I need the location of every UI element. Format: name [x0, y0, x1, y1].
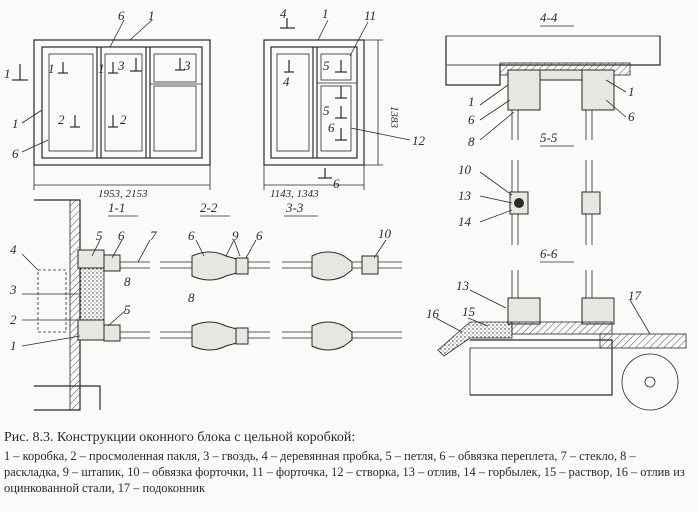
caption-legend: 1 – коробка, 2 – просмоленная пакля, 3 –…	[4, 449, 685, 495]
callout-2-section-b: 2	[120, 112, 127, 127]
callout-6-44b: 6	[628, 109, 635, 124]
callout-15: 15	[462, 304, 476, 319]
callout-3-11: 3	[9, 282, 17, 297]
callout-14: 14	[458, 214, 472, 229]
section-label-4-4: 4-4	[540, 10, 558, 25]
callouts-6-6: 6-6 13 16 15 17	[426, 246, 642, 321]
window-elevation-right	[263, 18, 411, 190]
section-5-5	[479, 145, 601, 245]
callout-1-44b: 1	[628, 84, 635, 99]
callout-6-22: 6	[188, 228, 195, 243]
callout-8-22: 8	[188, 290, 195, 305]
callout-1-section: 1	[4, 66, 11, 81]
callout-1-left: 1	[12, 116, 19, 131]
section-1-1	[21, 199, 151, 411]
callout-6-bottom: 6	[333, 176, 340, 191]
callout-4: 4	[280, 6, 287, 21]
callout-1-section-c: 1	[98, 61, 105, 76]
callout-5-11b: 5	[124, 302, 131, 317]
callout-3-section: 3	[117, 58, 125, 73]
callouts-4-4: 4-4 1 6 8 1 6	[468, 10, 635, 149]
section-4-4	[445, 25, 661, 141]
callout-2-11: 2	[10, 312, 17, 327]
callout-8-11: 8	[124, 274, 131, 289]
callout-3-section-b: 3	[183, 58, 191, 73]
section-6-6	[435, 261, 687, 411]
callouts-5-5: 5-5 10 13 14	[458, 130, 558, 229]
callout-13-66: 13	[456, 278, 470, 293]
callout-6-44: 6	[468, 112, 475, 127]
callout-1: 1	[148, 8, 155, 23]
section-2-2	[160, 215, 270, 351]
callouts-right-elevation: 4 1 11 4 5 5 6 12 6 1143, 1343 1383	[270, 6, 426, 200]
section-label-5-5: 5-5	[540, 130, 558, 145]
callout-11: 11	[364, 8, 376, 23]
dimension-right-width: 1143, 1343	[270, 188, 319, 200]
callout-1-right: 1	[322, 6, 329, 21]
callout-10: 10	[458, 162, 472, 177]
figure-caption: Рис. 8.3. Конструкции оконного блока с ц…	[4, 430, 694, 496]
callouts-2-2: 2-2 6 9 6 8	[188, 200, 263, 305]
callout-5-section-b: 5	[323, 103, 330, 118]
window-elevation-left	[12, 19, 211, 190]
caption-title: Рис. 8.3. Конструкции оконного блока с ц…	[4, 430, 356, 445]
callout-10-33: 10	[378, 226, 392, 241]
callout-5-11: 5	[96, 228, 103, 243]
callouts-left-elevation: 6 1 1 1 1 3 3 2 2 1 6 1953, 2153	[4, 8, 191, 200]
callout-1-11: 1	[10, 338, 17, 353]
section-label-6-6: 6-6	[540, 246, 558, 261]
section-label-2-2: 2-2	[200, 200, 218, 215]
callout-17: 17	[628, 288, 642, 303]
callout-12: 12	[412, 133, 426, 148]
callout-9: 9	[232, 228, 239, 243]
callout-4-section: 4	[283, 74, 290, 89]
dimension-left-width: 1953, 2153	[98, 188, 148, 200]
callout-6-22b: 6	[256, 228, 263, 243]
callout-1-section-b: 1	[48, 61, 55, 76]
callout-5-section: 5	[323, 58, 330, 73]
callout-16: 16	[426, 306, 440, 321]
callout-8-44: 8	[468, 134, 475, 149]
callout-6-right: 6	[328, 120, 335, 135]
callout-4-11: 4	[10, 242, 17, 257]
callout-13-55: 13	[458, 188, 472, 203]
callouts-3-3: 3-3 10	[285, 200, 392, 241]
section-3-3	[282, 215, 402, 351]
callouts-1-1: 1-1 4 3 2 1 5 6 7 8 5	[9, 200, 157, 353]
callout-1-44: 1	[468, 94, 475, 109]
callout-2-section: 2	[58, 112, 65, 127]
callout-6-11: 6	[118, 228, 125, 243]
section-label-3-3: 3-3	[285, 200, 304, 215]
callout-7-11: 7	[150, 228, 157, 243]
callout-6-left: 6	[12, 146, 19, 161]
callout-6: 6	[118, 8, 125, 23]
section-label-1-1: 1-1	[108, 200, 125, 215]
dimension-right-height: 1383	[388, 106, 400, 129]
